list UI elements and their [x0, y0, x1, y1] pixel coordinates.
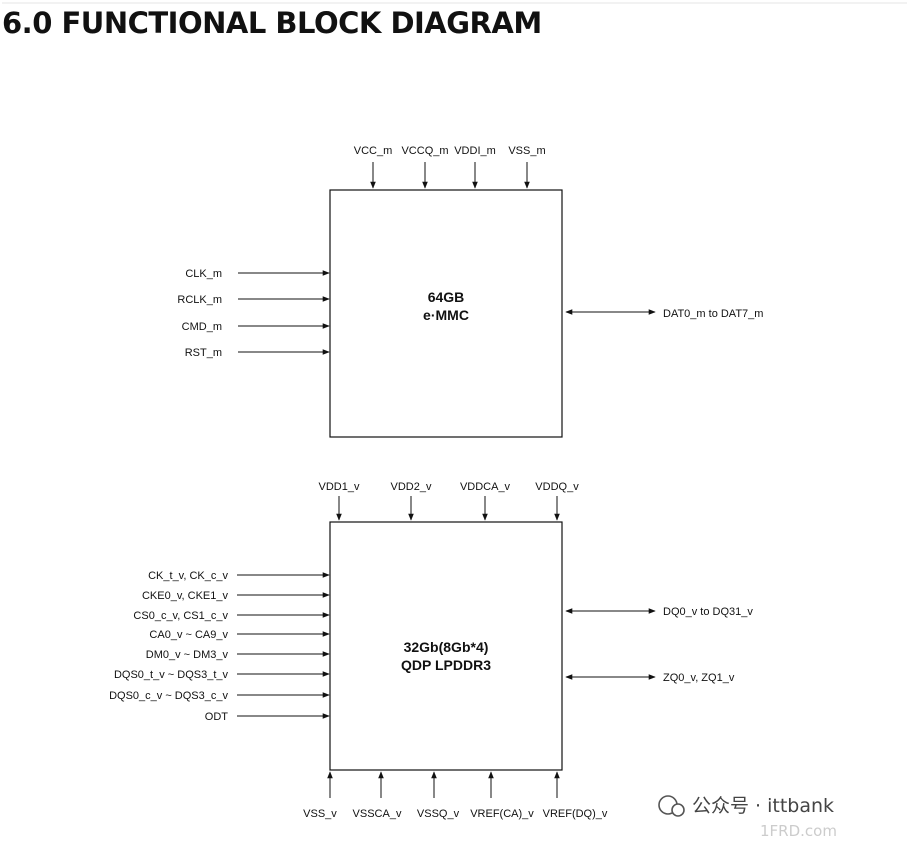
lpddr-bottom-pins: VSS_v VSSCA_v VSSQ_v VREF(CA)_v VREF(DQ)_v	[303, 771, 608, 820]
emmc-left-pin-label: RCLK_m	[177, 294, 222, 306]
lpddr-top-pin-label: VDD1_v	[319, 481, 360, 493]
watermark-faint: 1FRD.com	[760, 822, 837, 840]
lpddr-top-pins: VDD1_v VDD2_v VDDCA_v VDDQ_v	[319, 481, 579, 521]
emmc-left-pin-label: RST_m	[185, 347, 222, 359]
lpddr-left-pin-label: DQS0_t_v ~ DQS3_t_v	[114, 669, 229, 681]
lpddr-top-pin-label: VDDCA_v	[460, 481, 511, 493]
emmc-right-pins: DAT0_m to DAT7_m	[565, 308, 763, 320]
lpddr-bottom-pin-label: VSSQ_v	[417, 808, 460, 820]
lpddr-name-line1: 32Gb(8Gb*4)	[404, 639, 489, 655]
lpddr-right-pin-label: DQ0_v to DQ31_v	[663, 606, 753, 618]
wechat-icon-bubble	[671, 803, 685, 817]
emmc-block	[329, 189, 563, 438]
lpddr-right-pin-label: ZQ0_v, ZQ1_v	[663, 672, 735, 684]
lpddr-bottom-pin-label: VSS_v	[303, 808, 337, 820]
lpddr-top-pin-label: VDDQ_v	[535, 481, 579, 493]
lpddr-block	[329, 521, 563, 771]
lpddr-left-pin-label: CKE0_v, CKE1_v	[142, 590, 229, 602]
lpddr-name-line2: QDP LPDDR3	[401, 657, 491, 673]
lpddr-left-pin-label: CK_t_v, CK_c_v	[148, 570, 228, 582]
watermark: 公众号 · ittbank 1FRD.com	[658, 795, 837, 840]
emmc-name-line2: e·MMC	[423, 307, 469, 323]
emmc-top-pin-label: VSS_m	[508, 145, 545, 157]
emmc-left-pin-label: CLK_m	[185, 268, 222, 280]
lpddr-left-pin-label: CA0_v ~ CA9_v	[149, 629, 228, 641]
emmc-top-pin-label: VCC_m	[354, 145, 393, 157]
emmc-top-pins: VCC_m VCCQ_m VDDI_m VSS_m	[354, 145, 546, 189]
lpddr-left-pin-label: CS0_c_v, CS1_c_v	[133, 610, 228, 622]
lpddr-bottom-pin-label: VSSCA_v	[353, 808, 402, 820]
emmc-top-pin-label: VDDI_m	[454, 145, 496, 157]
lpddr-top-pin-label: VDD2_v	[391, 481, 432, 493]
lpddr-left-pin-label: ODT	[205, 711, 229, 723]
lpddr-left-pin-label: DM0_v ~ DM3_v	[146, 649, 229, 661]
watermark-text: 公众号 · ittbank	[692, 795, 834, 817]
emmc-top-pin-label: VCCQ_m	[401, 145, 448, 157]
emmc-right-pin-label: DAT0_m to DAT7_m	[663, 308, 763, 320]
lpddr-bottom-pin-label: VREF(CA)_v	[470, 808, 534, 820]
emmc-left-pin-label: CMD_m	[182, 321, 222, 333]
lpddr-left-pin-label: DQS0_c_v ~ DQS3_c_v	[109, 690, 228, 702]
lpddr-bottom-pin-label: VREF(DQ)_v	[543, 808, 608, 820]
emmc-name-line1: 64GB	[428, 289, 465, 305]
page-title: 6.0 FUNCTIONAL BLOCK DIAGRAM	[2, 6, 542, 40]
